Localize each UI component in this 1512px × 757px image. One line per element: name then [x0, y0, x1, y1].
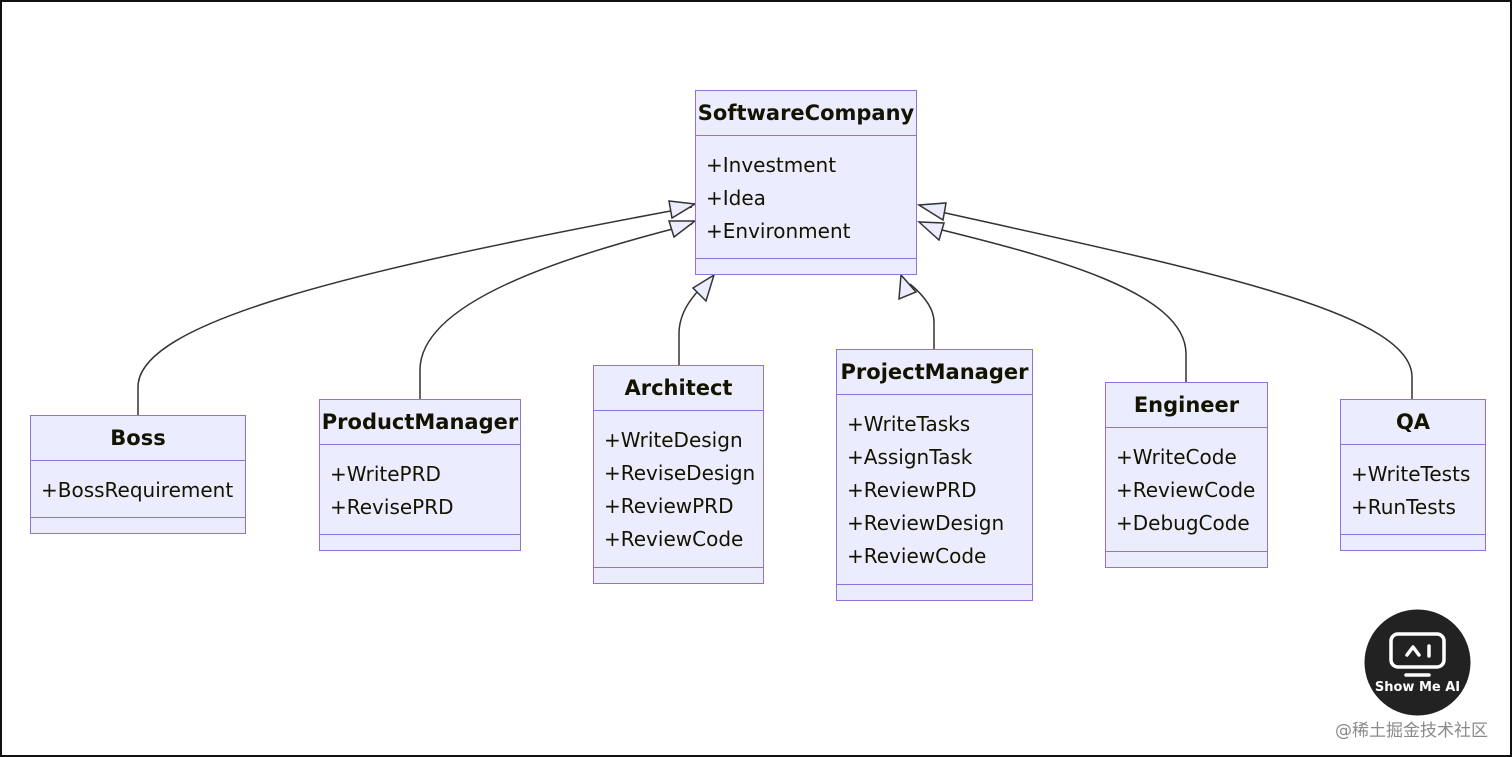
- class-attribute: +ReviewCode: [1116, 478, 1256, 502]
- arrowhead-engineer: [916, 221, 945, 242]
- class-methods-compartment: [837, 584, 1032, 600]
- class-architect[interactable]: Architect +WriteDesign +ReviseDesign +Re…: [593, 365, 764, 584]
- class-attribute: +WriteDesign: [604, 428, 743, 452]
- class-methods-compartment: [31, 517, 245, 533]
- class-attribute: +Idea: [706, 186, 766, 210]
- class-attribute: +ReviewCode: [847, 544, 987, 568]
- edge-boss: [137, 206, 693, 415]
- arrowhead-product-manager: [667, 220, 698, 239]
- class-attribute: +WriteTests: [1351, 462, 1471, 486]
- class-attribute: +RunTests: [1351, 495, 1456, 519]
- class-methods-compartment: [320, 534, 520, 550]
- edge-project-manager: [909, 283, 935, 349]
- class-attribute: +Environment: [706, 219, 851, 243]
- class-attribute: +RevisePRD: [330, 495, 454, 519]
- class-attribute: +Investment: [706, 153, 837, 177]
- class-title: QA: [1341, 400, 1485, 445]
- class-title: ProductManager: [320, 400, 520, 445]
- logo-text: Show Me AI: [1374, 680, 1461, 695]
- class-attribute: +ReviewPRD: [847, 478, 977, 502]
- class-methods-compartment: [1341, 534, 1485, 550]
- class-product-manager[interactable]: ProductManager +WritePRD +RevisePRD: [319, 399, 521, 551]
- class-attribute: +WriteCode: [1116, 445, 1237, 469]
- edge-product-manager: [419, 223, 693, 399]
- class-title: Boss: [31, 416, 245, 461]
- arrowhead-qa: [916, 202, 947, 222]
- class-attribute: +WritePRD: [330, 462, 441, 486]
- class-title: SoftwareCompany: [696, 91, 916, 136]
- watermark: @稀土掘金技术社区: [1335, 721, 1488, 741]
- class-attribute: +ReviewPRD: [604, 494, 734, 518]
- class-methods-compartment: [696, 258, 916, 274]
- arrowhead-boss: [668, 200, 698, 220]
- class-attribute: +DebugCode: [1116, 511, 1250, 535]
- class-boss[interactable]: Boss +BossRequirement: [30, 415, 246, 534]
- class-software-company[interactable]: SoftwareCompany +Investment +Idea +Envir…: [695, 90, 917, 275]
- class-attribute: +ReviseDesign: [604, 461, 756, 485]
- class-attribute: +WriteTasks: [847, 412, 971, 436]
- class-attribute: +ReviewDesign: [847, 511, 1005, 535]
- class-engineer[interactable]: Engineer +WriteCode +ReviewCode +DebugCo…: [1105, 382, 1268, 568]
- class-attribute: +ReviewCode: [604, 527, 744, 551]
- class-qa[interactable]: QA +WriteTests +RunTests: [1340, 399, 1486, 551]
- class-attribute: +AssignTask: [847, 445, 973, 469]
- class-title: ProjectManager: [837, 350, 1032, 395]
- class-methods-compartment: [1106, 551, 1267, 567]
- robot-face-icon: [1364, 609, 1471, 716]
- class-attribute: +BossRequirement: [41, 478, 234, 502]
- edge-engineer: [929, 226, 1187, 382]
- arrowhead-project-manager: [898, 273, 918, 301]
- edge-qa: [931, 209, 1413, 399]
- class-methods-compartment: [594, 567, 763, 583]
- class-project-manager[interactable]: ProjectManager +WriteTasks +AssignTask +…: [836, 349, 1033, 601]
- class-title: Engineer: [1106, 383, 1267, 428]
- arrowhead-architect: [691, 273, 716, 303]
- class-title: Architect: [594, 366, 763, 411]
